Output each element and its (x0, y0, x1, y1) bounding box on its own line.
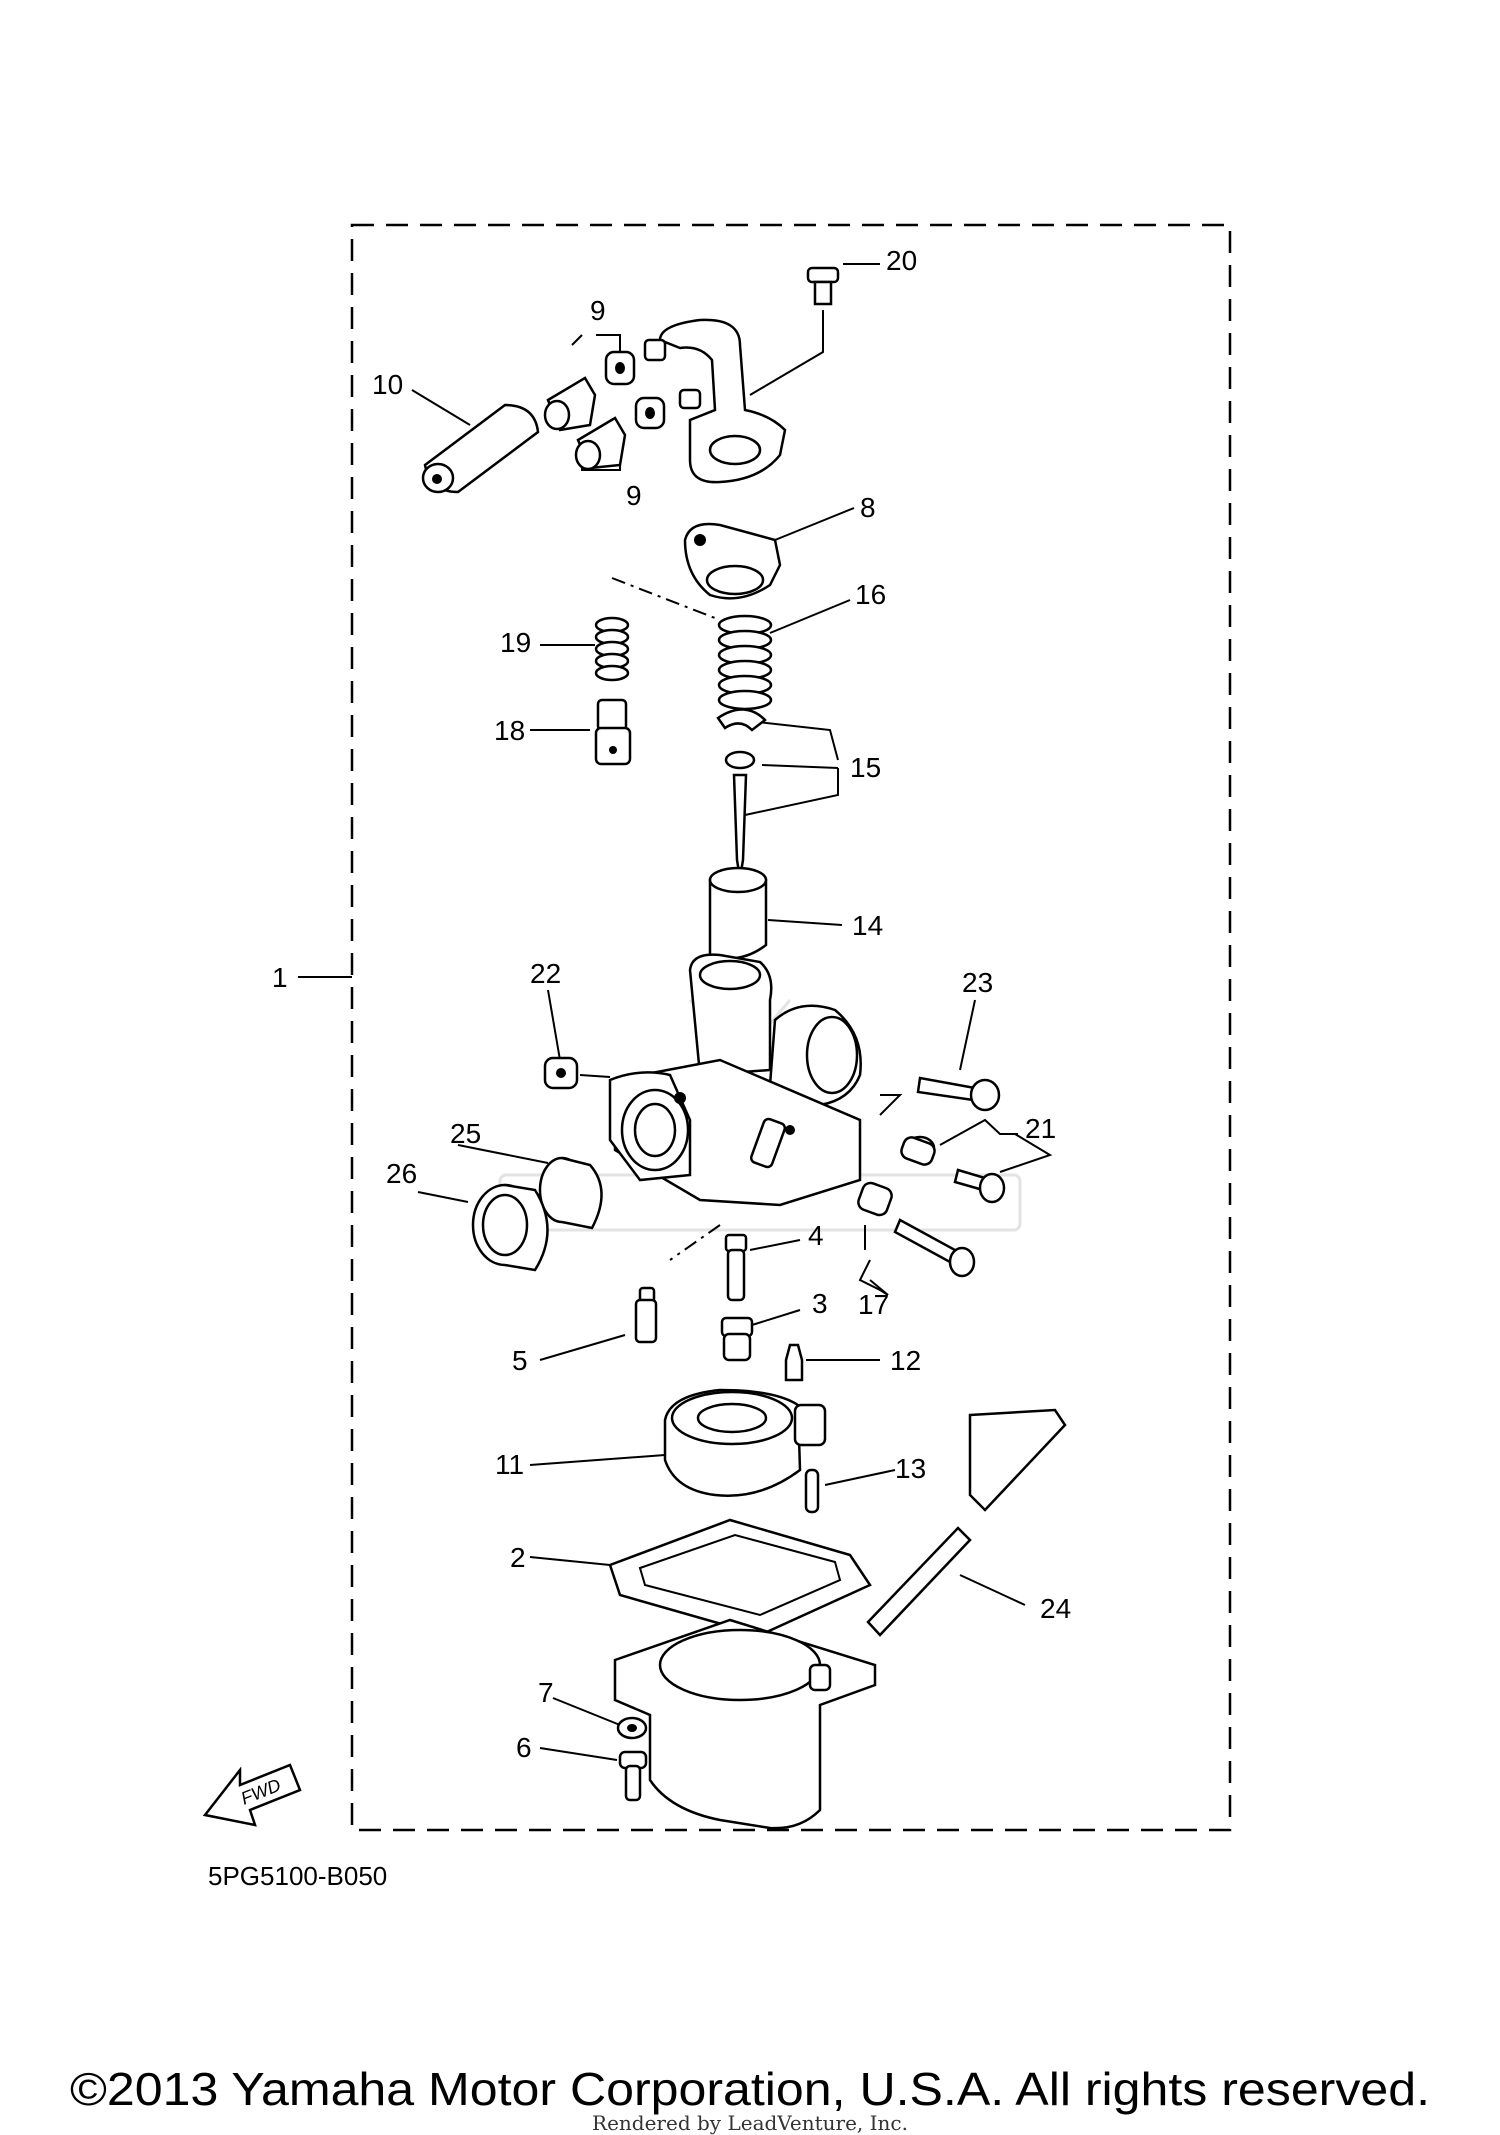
callout-17: 17 (858, 1289, 889, 1320)
callout-2: 2 (510, 1542, 526, 1573)
callout-23: 23 (962, 967, 993, 998)
callout-16: 16 (855, 579, 886, 610)
callout-labels: 1 2 3 4 5 6 7 8 9 9 10 11 12 13 14 15 16… (272, 245, 1071, 1763)
callout-4: 4 (808, 1220, 824, 1251)
rendered-by-notice: Rendered by LeadVenture, Inc. (592, 2111, 908, 2135)
callout-5: 5 (512, 1345, 528, 1376)
callout-21: 21 (1025, 1113, 1056, 1144)
part-9-adjusters (543, 350, 666, 471)
part-11-float (663, 1388, 827, 1497)
callout-13: 13 (895, 1453, 926, 1484)
drawing-code: 5PG5100-B050 (208, 1861, 387, 1891)
callout-14: 14 (852, 910, 883, 941)
callout-15: 15 (850, 752, 881, 783)
callout-19: 19 (500, 627, 531, 658)
part-23-screw (916, 1076, 1001, 1112)
part-8-plate (683, 522, 782, 600)
part-16-spring (717, 614, 773, 711)
callout-3: 3 (812, 1288, 828, 1319)
callout-9-top: 9 (590, 295, 606, 326)
part-21-screw-set (900, 1135, 1006, 1204)
callout-6: 6 (516, 1732, 532, 1763)
part-17-screw-set (857, 1181, 976, 1278)
part-13-pin (804, 1468, 820, 1514)
float-bowl (613, 1618, 877, 1830)
callout-1: 1 (272, 962, 288, 993)
callout-11: 11 (495, 1449, 524, 1480)
callout-8: 8 (860, 492, 876, 523)
cable-elbow-fitting (643, 318, 787, 484)
part-18-screw (594, 698, 632, 766)
part-19-spring (594, 616, 630, 682)
part-5-screw (634, 1286, 658, 1344)
callout-20: 20 (886, 245, 917, 276)
part-25-26-rings (471, 1156, 603, 1272)
callout-9-bottom: 9 (626, 480, 642, 511)
callout-18: 18 (494, 715, 525, 746)
assembly-boundary (350, 223, 1232, 1832)
callout-7: 7 (538, 1677, 554, 1708)
part-7-washer (616, 1716, 648, 1740)
part-15-needle-set (716, 708, 767, 879)
part-12-needle-valve (784, 1343, 804, 1382)
callout-10: 10 (372, 369, 403, 400)
part-6-screw (618, 1750, 648, 1802)
callout-12: 12 (890, 1345, 921, 1376)
carburetor-body (608, 953, 862, 1207)
leader-lines (298, 263, 1053, 1761)
part-2-gasket (608, 1518, 872, 1637)
part-4-jet (724, 1233, 748, 1302)
part-20-screw (806, 266, 840, 306)
part-10-cap (421, 403, 540, 494)
part-22-nut (543, 1056, 579, 1090)
part-24-hose (866, 1408, 1067, 1637)
callout-25: 25 (450, 1118, 481, 1149)
callout-24: 24 (1040, 1593, 1071, 1624)
fwd-arrow-icon: FWD (202, 1763, 302, 1827)
part-3-jet (720, 1316, 754, 1362)
copyright-notice: ©2013 Yamaha Motor Corporation, U.S.A. A… (70, 2063, 1430, 2115)
callout-22: 22 (530, 958, 561, 989)
callout-26: 26 (386, 1158, 417, 1189)
part-14-throttle-valve (708, 866, 768, 960)
